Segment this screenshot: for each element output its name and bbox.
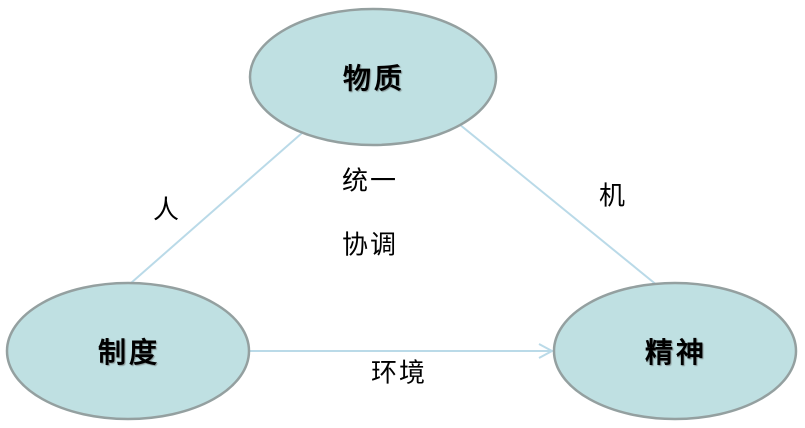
node-label-bottom-left: 制度 [97, 338, 161, 369]
edge-label-right: 机 [598, 181, 628, 211]
node-ellipse-bottom-right [552, 281, 798, 421]
node-label-bottom-right: 精神 [644, 338, 708, 369]
edge-label-left: 人 [152, 195, 182, 225]
connector-top-to-bottomleft-line [130, 132, 303, 284]
connector-top-to-bottomright-line [458, 123, 659, 287]
center-text-line1: 统一 [341, 166, 399, 196]
node-ellipse-top [248, 7, 498, 147]
node-ellipse-bottom-left [5, 281, 251, 421]
arrowhead-right-icon [538, 343, 555, 359]
center-text-line2: 协调 [341, 230, 399, 260]
node-label-top: 物质 [342, 64, 406, 95]
edge-label-bottom: 环境 [370, 358, 428, 388]
